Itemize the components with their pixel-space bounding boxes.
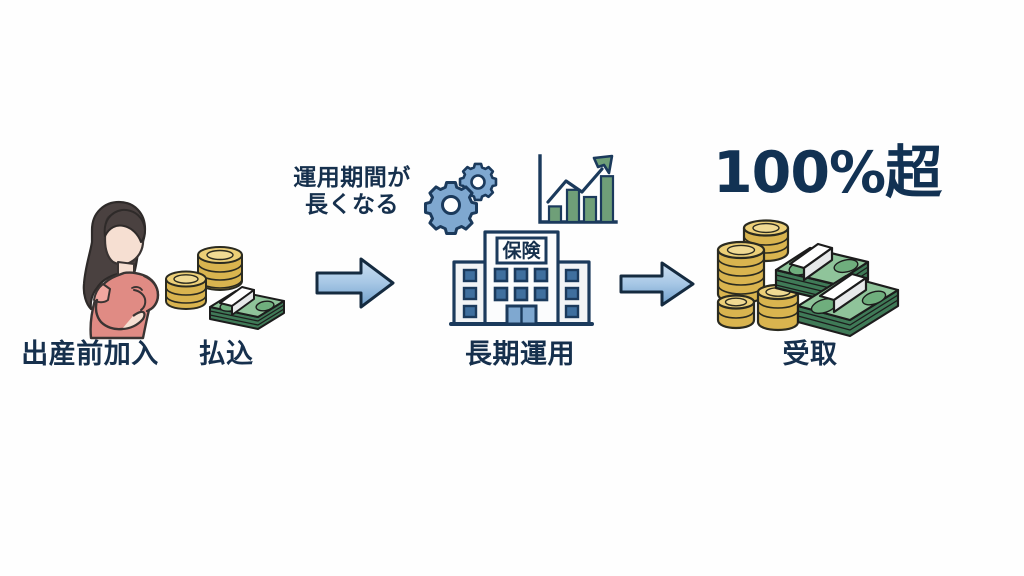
arrow-2-right-icon — [618, 258, 696, 310]
pregnant-woman-icon — [48, 196, 178, 341]
callout-text: 運用期間が 長くなる — [282, 165, 422, 219]
headline-100-percent: 100%超 — [713, 140, 942, 206]
chart-bars — [547, 175, 615, 224]
building-sign-text: 保険 — [501, 239, 541, 262]
step-label-1: 出産前加入 — [21, 339, 159, 370]
right-wing-windows — [564, 268, 580, 319]
trend-arrowhead-icon — [592, 154, 614, 175]
building-door — [505, 304, 538, 326]
center-windows — [493, 267, 549, 302]
bar-2 — [565, 188, 581, 224]
coin-stack-short-a — [716, 294, 756, 330]
cash-bundle-bottom — [796, 272, 900, 338]
callout-line-2: 長くなる — [305, 192, 399, 219]
step-label-4: 受取 — [782, 339, 838, 370]
insurance-building-icon: 保険 — [449, 224, 594, 336]
step-label-2: 払込 — [198, 339, 254, 370]
arrow-1-right-icon — [314, 253, 396, 313]
cash-and-coins-icon — [162, 235, 287, 330]
bar-1 — [547, 205, 563, 224]
building-sign-box — [495, 236, 548, 265]
growth-chart-icon — [532, 152, 620, 230]
bar-4 — [599, 175, 615, 224]
callout-line-1: 運用期間が — [293, 165, 411, 191]
gear-large — [423, 180, 479, 236]
bar-3 — [582, 195, 598, 224]
money-pile-icon — [716, 218, 902, 340]
left-wing-windows — [462, 268, 478, 319]
trend-arrow-icon — [546, 167, 604, 204]
step-label-3: 長期運用 — [465, 339, 575, 370]
gears-icon — [423, 155, 510, 239]
